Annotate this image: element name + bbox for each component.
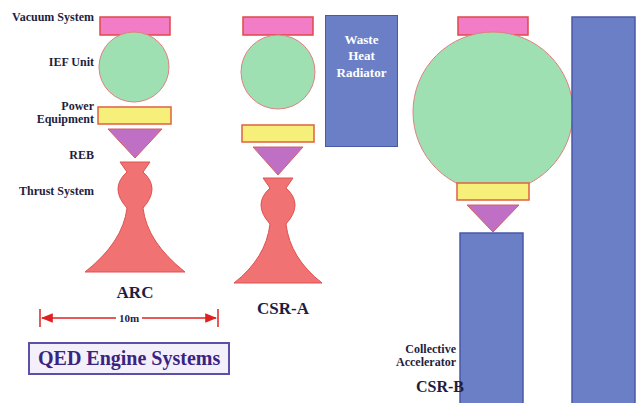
vacuum-system — [243, 17, 313, 35]
part-label: Collective Accelerator — [372, 343, 456, 369]
dimension-label: 10m — [116, 312, 142, 324]
ief-unit — [413, 32, 573, 192]
reb — [253, 147, 303, 175]
title-box: QED Engine Systems — [28, 342, 230, 375]
part-label: Power Equipment — [4, 100, 94, 126]
part-label: REB — [4, 149, 94, 162]
reb — [467, 205, 519, 232]
radiator-box: Waste Heat Radiator — [325, 15, 398, 147]
reb — [108, 129, 162, 158]
waste-heat-radiator — [572, 17, 635, 403]
thrust-system — [85, 162, 185, 272]
ief-unit — [99, 32, 169, 102]
dimension-tick — [39, 309, 41, 327]
dimension-tick — [217, 309, 219, 327]
part-label: IEF Unit — [4, 56, 94, 69]
power-equipment — [98, 107, 171, 124]
part-label: Vacuum System — [4, 11, 94, 24]
design-name: CSR-B — [400, 378, 480, 396]
thrust-system — [234, 178, 322, 283]
power-equipment — [457, 183, 529, 200]
design-name: CSR-A — [233, 300, 333, 319]
power-equipment — [242, 125, 314, 142]
radiator-label: Waste Heat Radiator — [330, 32, 393, 81]
design-name: ARC — [85, 284, 185, 303]
ief-unit — [241, 35, 315, 109]
part-label: Thrust System — [4, 185, 94, 198]
collective-accelerator — [460, 233, 523, 403]
